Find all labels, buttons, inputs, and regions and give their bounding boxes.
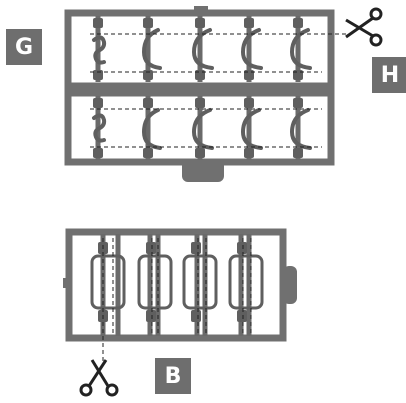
- label-h: H: [372, 57, 406, 93]
- hook-parts: [92, 28, 312, 150]
- lower-sprue-tab: [283, 266, 297, 304]
- lower-sprue-gates: [98, 242, 247, 322]
- scissors-icon: [345, 7, 383, 47]
- upper-sprue-top-tab: [194, 6, 208, 14]
- upper-sprue-tab: [182, 160, 224, 182]
- upper-cut-lines: [90, 33, 350, 148]
- lower-sprue-side-tab: [63, 278, 69, 288]
- label-b: B: [155, 358, 191, 394]
- lower-cut-lines: [102, 238, 252, 362]
- scissors-icon: [79, 359, 119, 397]
- label-g: G: [6, 29, 42, 65]
- loop-parts: [90, 254, 264, 310]
